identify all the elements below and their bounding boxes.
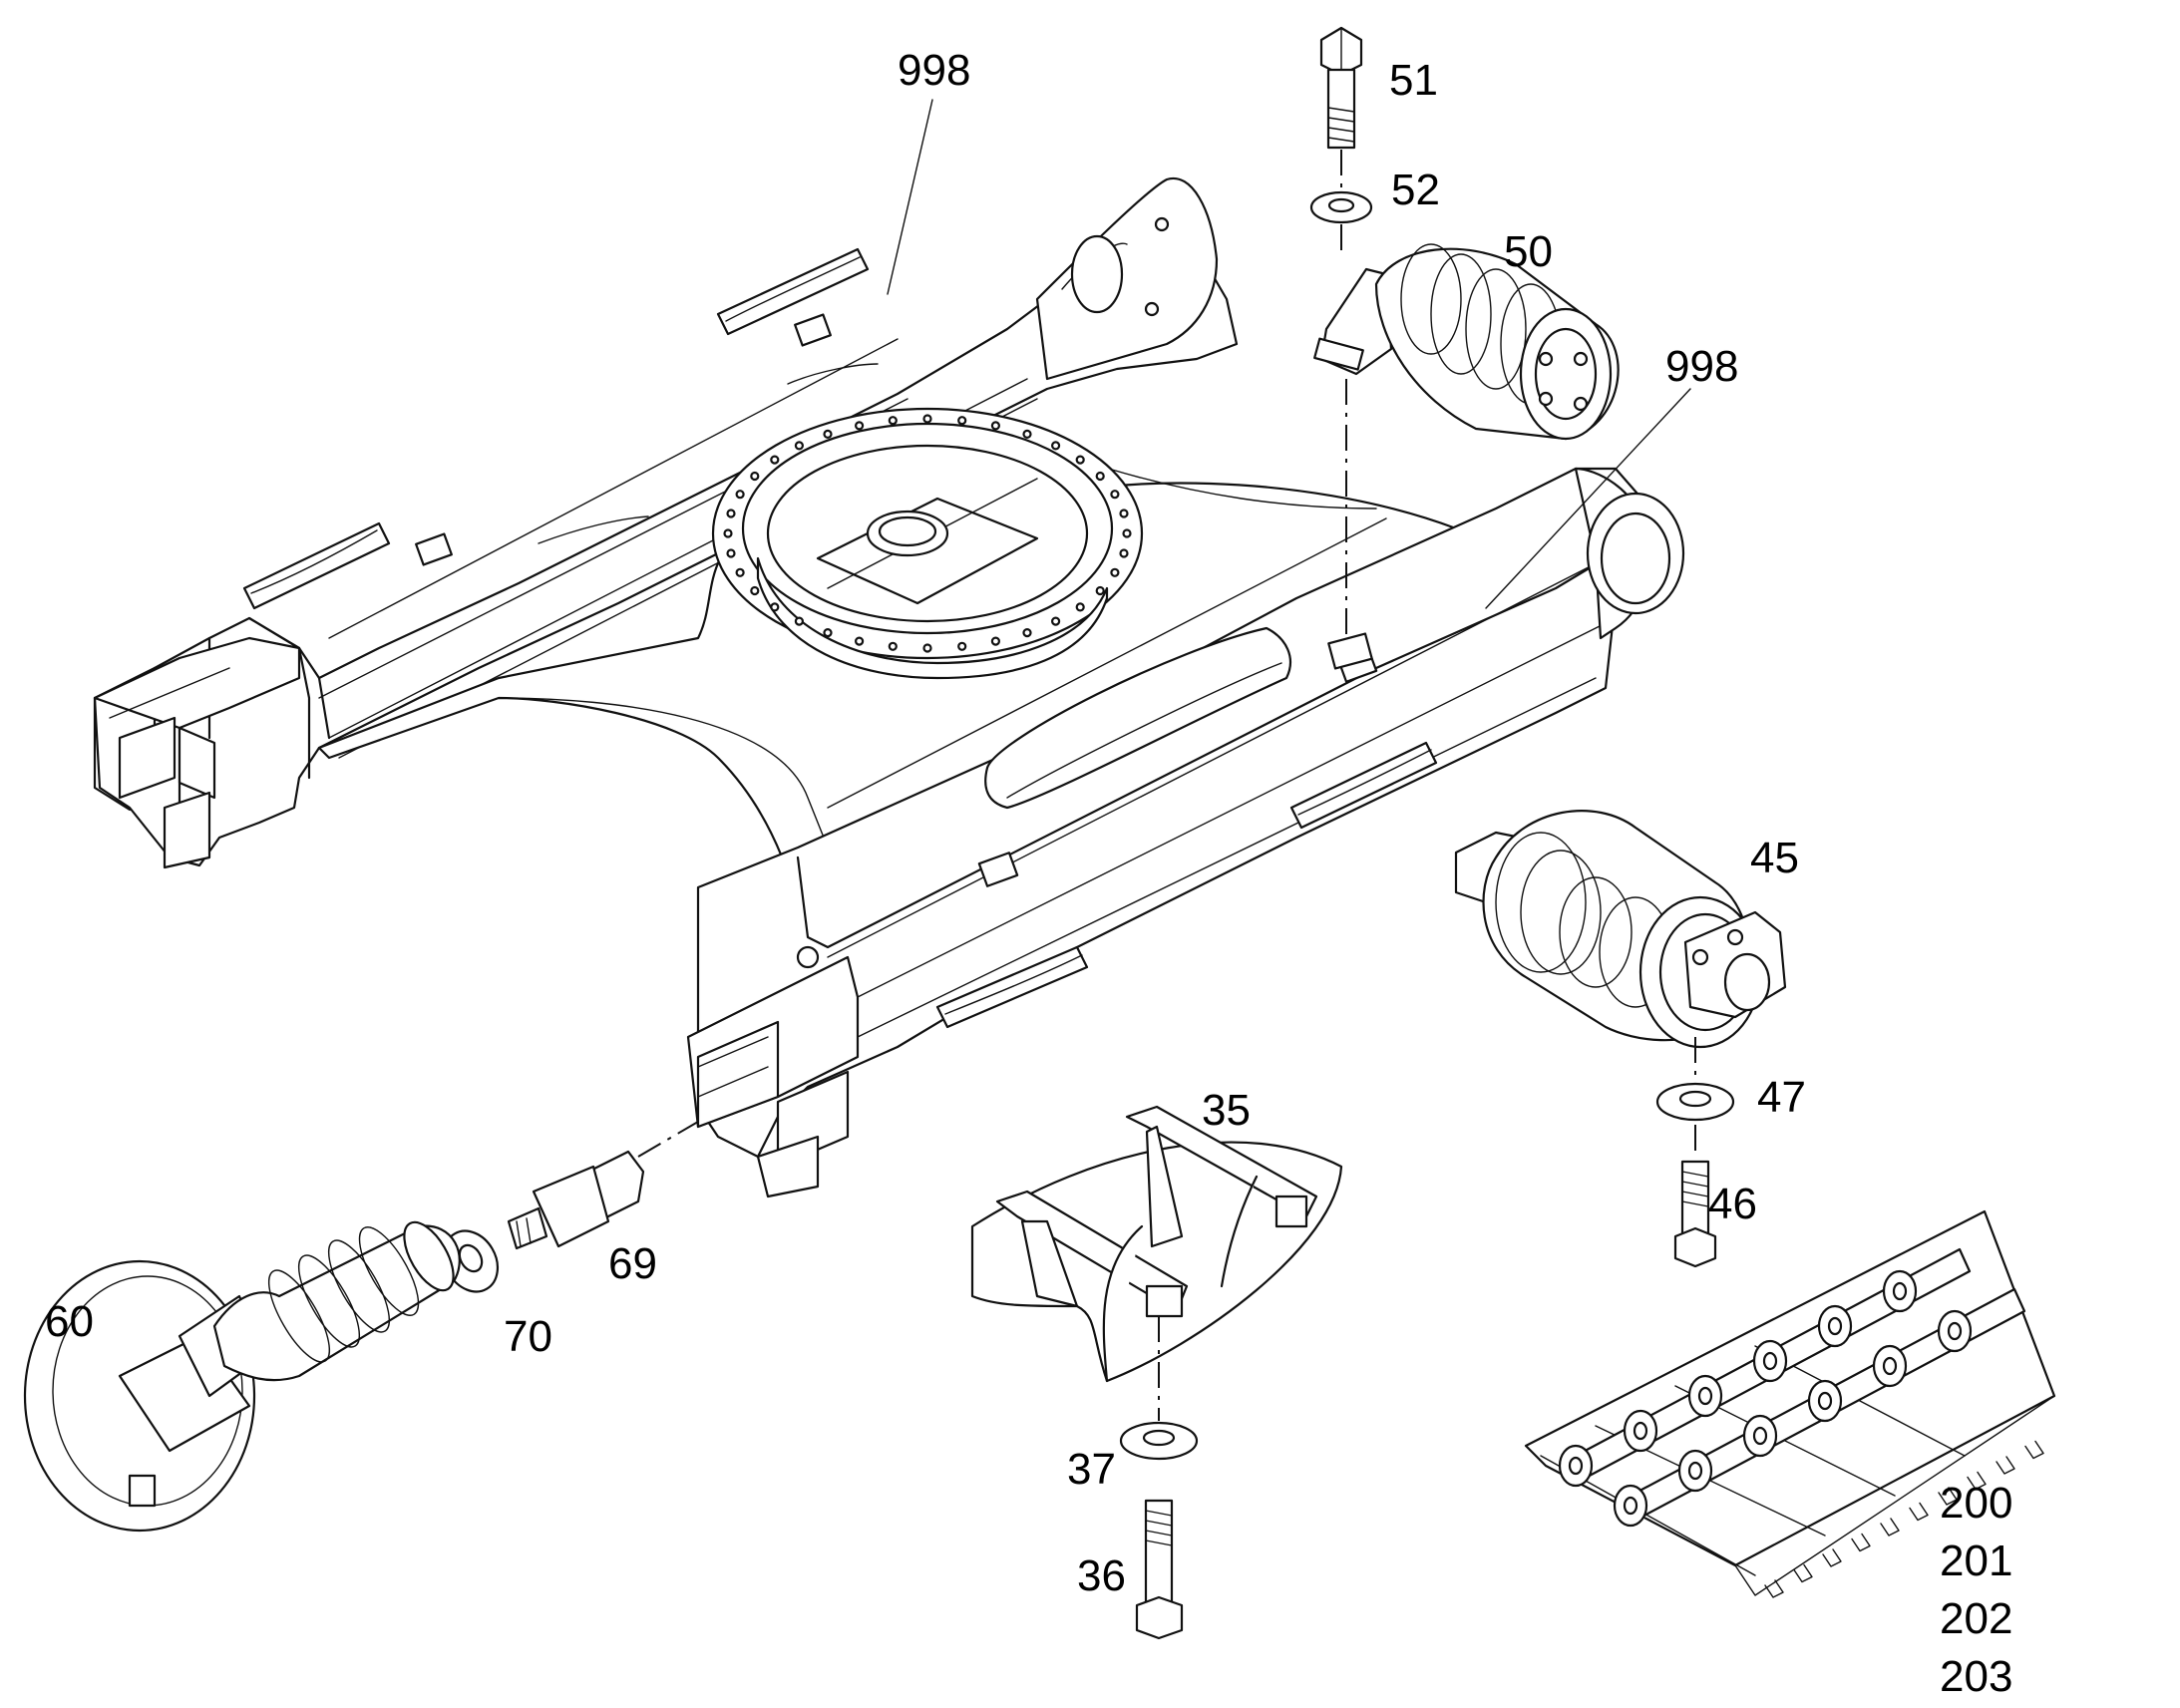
ring-bolt-hole — [1050, 441, 1061, 451]
ring-bolt-hole — [770, 455, 780, 465]
ring-bolt-hole — [823, 429, 833, 439]
ring-bolt-hole — [1110, 490, 1120, 500]
ring-bolt-hole — [1119, 509, 1129, 518]
label-46: 46 — [1708, 1180, 1757, 1228]
bolt-46[interactable] — [1673, 1160, 1717, 1268]
washer-47[interactable] — [1655, 1082, 1735, 1122]
label-52: 52 — [1391, 166, 1440, 214]
track-link — [1882, 1247, 1972, 1313]
ring-bolt-hole — [854, 421, 865, 431]
idler-60[interactable] — [23, 1214, 464, 1533]
ring-bolt-hole — [794, 441, 805, 451]
grouser-tooth — [1764, 1579, 1784, 1598]
ring-bolt-hole — [888, 641, 898, 651]
label-60: 60 — [45, 1297, 94, 1346]
ring-bolt-hole — [957, 641, 967, 651]
ring-bolt-hole — [750, 585, 760, 596]
ring-bolt-hole — [922, 643, 932, 653]
grouser-tooth — [1938, 1487, 1958, 1506]
ring-bolt-hole — [888, 416, 898, 426]
mount-block — [1327, 632, 1373, 670]
ring-bolt-hole — [1119, 548, 1129, 558]
track-chain[interactable] — [1524, 1209, 2056, 1598]
track-roller[interactable] — [1454, 810, 1787, 1049]
label-51: 51 — [1389, 56, 1438, 105]
ring-bolt-hole — [1075, 602, 1085, 612]
ring-bolt-hole — [770, 602, 780, 612]
ring-bolt-hole — [1095, 471, 1105, 482]
ring-bolt-hole — [794, 616, 805, 626]
leader-lines — [887, 99, 1691, 609]
ring-bolt-hole — [1122, 528, 1132, 538]
centerline-51 — [1340, 150, 1347, 638]
grouser-tooth — [1793, 1563, 1813, 1583]
grouser-tooth — [1822, 1548, 1842, 1567]
label-200: 200 — [1940, 1479, 2012, 1528]
grouser-tooth — [1967, 1471, 1987, 1491]
track-guard[interactable] — [970, 1105, 1343, 1383]
grouser-tooth — [1880, 1518, 1900, 1537]
centerline-69 — [637, 1121, 699, 1158]
ring-bolt-hole — [723, 528, 733, 538]
label-203: 203 — [1940, 1652, 2012, 1701]
ring-bolt-hole — [735, 490, 745, 500]
label-201: 201 — [1940, 1537, 2012, 1585]
ring-bolt-hole — [1095, 585, 1105, 596]
label-47: 47 — [1757, 1073, 1806, 1122]
ring-bolt-hole — [922, 414, 932, 424]
callout-labels: 998 998 51 52 50 45 47 46 35 37 36 69 70… — [45, 46, 2012, 1701]
label-998-top: 998 — [898, 46, 970, 95]
adjuster-69[interactable] — [507, 1150, 645, 1250]
undercarriage-frame[interactable] — [93, 176, 1685, 1198]
bolt-51[interactable] — [1319, 26, 1363, 150]
ring-bolt-hole — [726, 548, 736, 558]
ring-bolt-hole — [854, 636, 865, 646]
label-45: 45 — [1750, 834, 1799, 882]
grouser-tooth — [1851, 1533, 1871, 1552]
label-36: 36 — [1077, 1551, 1126, 1600]
grouser-tooth — [2024, 1440, 2044, 1460]
label-37: 37 — [1067, 1445, 1116, 1494]
ring-bolt-hole — [990, 421, 1001, 431]
ring-bolt-hole — [990, 636, 1001, 646]
ring-bolt-hole — [1050, 616, 1061, 626]
ring-bolt-hole — [735, 567, 745, 577]
track-link — [1937, 1287, 2026, 1353]
ring-bolt-hole — [726, 509, 736, 518]
ring-bolt-hole — [1110, 567, 1120, 577]
washer-52[interactable] — [1309, 190, 1373, 224]
ring-bolt-hole — [957, 416, 967, 426]
ring-bolt-hole — [1022, 627, 1032, 638]
ring-bolt-hole — [823, 627, 833, 638]
ring-bolt-hole — [750, 471, 760, 482]
carrier-roller[interactable] — [1313, 243, 1620, 441]
grouser-tooth — [1996, 1456, 2015, 1475]
label-69: 69 — [608, 1239, 657, 1288]
bolt-36[interactable] — [1135, 1499, 1184, 1640]
ring-bolt-hole — [1075, 455, 1085, 465]
grouser-tooth — [1909, 1502, 1929, 1522]
label-70: 70 — [504, 1312, 552, 1361]
ring-bolt-hole — [1022, 429, 1032, 439]
label-998-right: 998 — [1665, 342, 1738, 391]
label-50: 50 — [1504, 227, 1553, 276]
label-202: 202 — [1940, 1594, 2012, 1643]
label-35: 35 — [1202, 1086, 1251, 1135]
washer-37[interactable] — [1119, 1421, 1199, 1461]
